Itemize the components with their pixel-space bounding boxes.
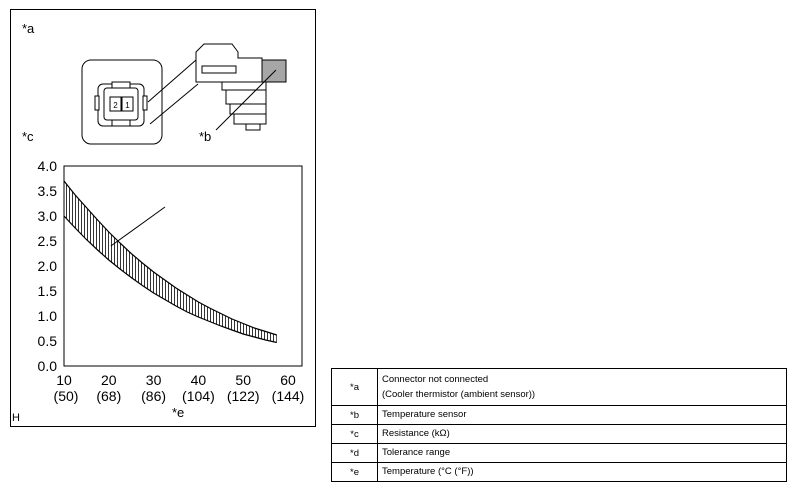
pin-1-label: 1 (125, 101, 130, 110)
inset-leader-bottom (149, 83, 199, 125)
legend-description: Temperature sensor (377, 405, 787, 425)
resistance-chart: 4.0 3.5 3.0 2.5 2.0 1.5 1.0 0.5 0.0 10(50) 20(68)… (38, 158, 305, 404)
x-tick-label: 40 (191, 372, 207, 388)
legend-description-line: Temperature (°C (°F)) (382, 466, 474, 477)
inset-leader-top (147, 59, 197, 103)
legend-row: *a Connector not connected (Cooler thermis… (331, 368, 787, 406)
x-tick-label-secondary: (104) (182, 388, 215, 404)
legend-key: *c (331, 424, 378, 444)
x-tick-label-secondary: (50) (54, 388, 79, 404)
callout-e: *e (172, 405, 185, 420)
temperature-sensor-body (195, 43, 267, 131)
x-tick-label-secondary: (86) (141, 388, 166, 404)
lower-limit-line (63, 215, 277, 344)
legend-key: *d (331, 443, 378, 463)
legend-description: Tolerance range (377, 443, 787, 463)
y-tick-label: 1.0 (38, 308, 58, 324)
callout-c: *c (22, 129, 34, 144)
x-tick-label: 20 (101, 372, 117, 388)
callout-a: *a (22, 21, 35, 36)
legend-description-line: Resistance (kΩ) (382, 428, 450, 439)
legend-row: *d Tolerance range (331, 443, 787, 463)
y-tick-label: 3.5 (38, 183, 58, 199)
legend-key: *b (331, 405, 378, 425)
legend-row: *b Temperature sensor (331, 405, 787, 425)
connector-face (94, 81, 148, 127)
x-tick-label: 30 (146, 372, 162, 388)
y-tick-label: 0.0 (38, 358, 58, 374)
legend-description: Resistance (kΩ) (377, 424, 787, 444)
y-tick-label: 1.5 (38, 283, 58, 299)
thermistor-tip (261, 59, 287, 83)
upper-limit-line (63, 180, 277, 336)
pin-2-label: 2 (113, 101, 118, 110)
legend-description: Temperature (°C (°F)) (377, 462, 787, 482)
x-tick-label: 50 (235, 372, 251, 388)
legend-key: *e (331, 462, 378, 482)
tolerance-leader (110, 206, 166, 247)
legend-row: *c Resistance (kΩ) (331, 424, 787, 444)
x-tick-label: 60 (280, 372, 296, 388)
legend-description-line: Temperature sensor (382, 409, 467, 420)
x-tick-label-secondary: (68) (96, 388, 121, 404)
y-tick-label: 2.0 (38, 258, 58, 274)
x-tick-label: 10 (56, 372, 72, 388)
sensor-illustration: 2 1 (81, 43, 287, 145)
x-tick-label-secondary: (144) (272, 388, 305, 404)
legend-description-line: Connector not connected (382, 374, 489, 385)
y-tick-label: 4.0 (38, 158, 58, 174)
corner-mark-h: H (12, 412, 20, 424)
legend-description-line: Tolerance range (382, 447, 451, 458)
legend-key: *a (331, 368, 378, 406)
legend-row: *e Temperature (°C (°F)) (331, 462, 787, 482)
legend-description-line: (Cooler thermistor (ambient sensor)) (382, 389, 536, 400)
y-tick-label: 3.0 (38, 208, 58, 224)
y-tick-label: 2.5 (38, 233, 58, 249)
x-tick-labels: 10(50) 20(68) 30(86) 40(104) 50(122) 60(144) (54, 372, 305, 404)
sensor-leader (215, 69, 277, 131)
figure-frame (10, 9, 316, 427)
y-tick-label: 0.5 (38, 333, 58, 349)
legend-table: *a Connector not connected (Cooler thermis… (331, 368, 787, 482)
y-tick-labels: 4.0 3.5 3.0 2.5 2.0 1.5 1.0 0.5 0.0 (38, 158, 58, 374)
legend-description: Connector not connected (Cooler thermisto… (377, 368, 787, 406)
callout-b: *b (199, 129, 212, 144)
x-tick-label-secondary: (122) (227, 388, 260, 404)
